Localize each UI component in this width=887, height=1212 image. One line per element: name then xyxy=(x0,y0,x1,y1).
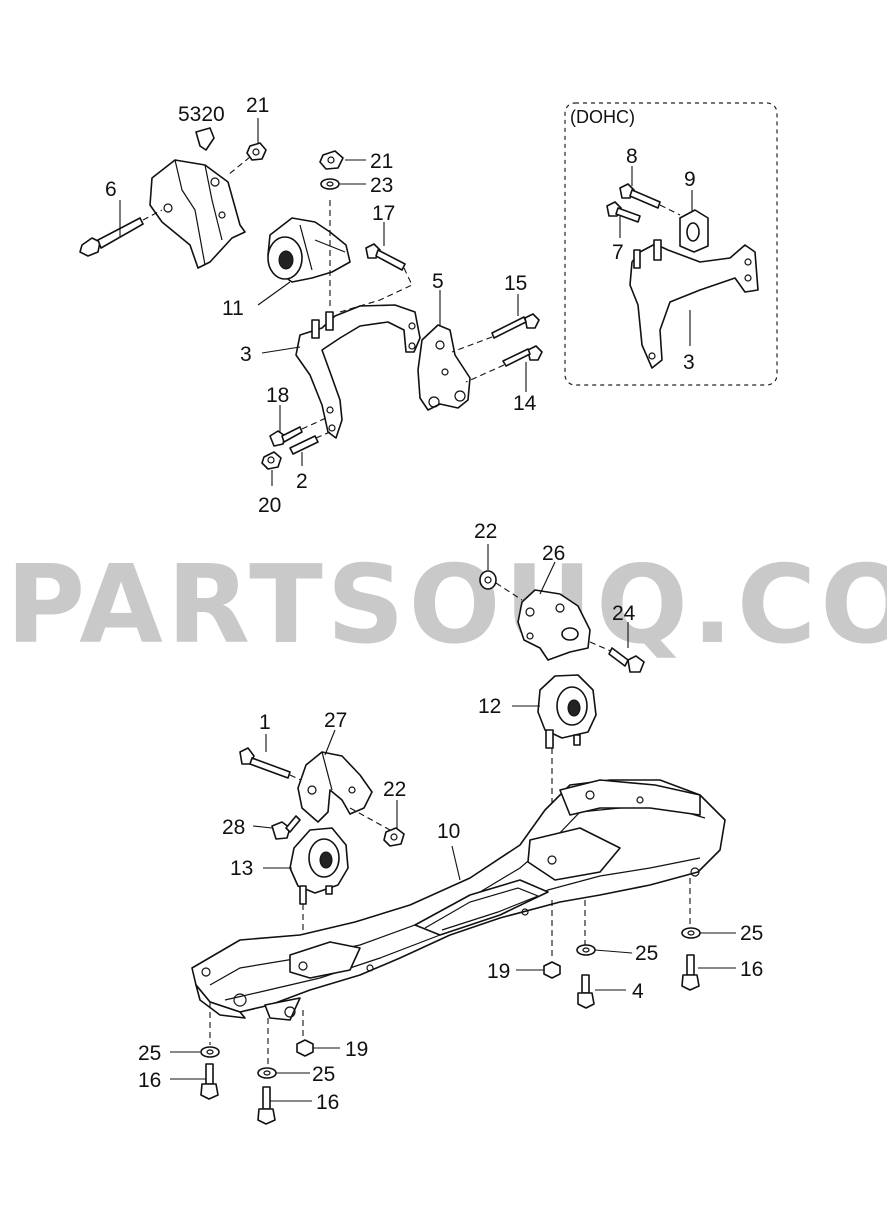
callout-6: 6 xyxy=(105,178,117,201)
washer-22-a xyxy=(479,570,497,590)
callout-25-b: 25 xyxy=(635,942,658,965)
callout-24: 24 xyxy=(612,602,636,625)
nut-22-b xyxy=(383,827,405,847)
callout-28: 28 xyxy=(222,816,245,839)
callout-11: 11 xyxy=(222,297,244,320)
bolt-16-b xyxy=(200,1063,219,1100)
callout-3-b: 3 xyxy=(683,351,695,374)
callout-14: 14 xyxy=(513,392,537,415)
washer-25-a xyxy=(681,927,701,939)
bolt-16-a xyxy=(681,954,700,991)
dohc-inset-box xyxy=(564,102,778,386)
bracket-3-dohc xyxy=(629,239,759,369)
bolt-16-c xyxy=(257,1086,276,1125)
callout-27: 27 xyxy=(324,709,347,732)
callout-22-a: 22 xyxy=(474,520,497,543)
callout-16-b: 16 xyxy=(138,1069,161,1092)
washer-25-b xyxy=(576,944,596,956)
callout-4: 4 xyxy=(632,980,644,1003)
callout-21-a: 21 xyxy=(246,94,269,117)
callout-25-d: 25 xyxy=(312,1063,335,1086)
callout-26: 26 xyxy=(542,542,565,565)
callout-19-a: 19 xyxy=(487,960,510,983)
nut-19-b xyxy=(296,1039,314,1057)
callout-12: 12 xyxy=(478,695,501,718)
callout-2: 2 xyxy=(296,470,308,493)
bolt-4 xyxy=(577,974,595,1009)
insulator-12 xyxy=(537,674,597,749)
washer-25-d xyxy=(257,1067,277,1079)
callout-23: 23 xyxy=(370,174,393,197)
engine-mount-bracket xyxy=(149,159,246,269)
callout-5: 5 xyxy=(432,270,444,293)
nut-21-a xyxy=(246,142,267,161)
bolt-1 xyxy=(239,747,291,779)
dohc-inset-title: (DOHC) xyxy=(570,107,635,127)
callout-20: 20 xyxy=(258,494,281,517)
callout-9: 9 xyxy=(684,168,696,191)
insulator-13 xyxy=(289,827,349,905)
callout-19-b: 19 xyxy=(345,1038,368,1061)
bolt-24 xyxy=(608,647,645,673)
leader-lines xyxy=(119,118,736,1102)
callout-3-a: 3 xyxy=(240,343,252,366)
callout-25-c: 25 xyxy=(138,1042,161,1065)
callout-16-c: 16 xyxy=(316,1091,339,1114)
bolt-14 xyxy=(502,345,543,367)
bolt-7 xyxy=(606,201,641,223)
callout-13: 13 xyxy=(230,857,253,880)
bracket-27 xyxy=(297,751,373,823)
bolt-6 xyxy=(79,217,144,257)
bolt-28 xyxy=(271,815,301,840)
clip-5320 xyxy=(195,127,215,151)
callout-7: 7 xyxy=(612,241,624,264)
callout-18: 18 xyxy=(266,384,289,407)
bolt-17 xyxy=(365,243,406,271)
callout-16-a: 16 xyxy=(740,958,763,981)
bolt-18 xyxy=(269,426,303,447)
crossmember-10 xyxy=(191,779,726,1021)
washer-23 xyxy=(320,178,340,190)
callout-17: 17 xyxy=(372,202,395,225)
washer-25-c xyxy=(200,1046,220,1058)
bolt-15 xyxy=(491,313,540,339)
callout-8: 8 xyxy=(626,145,638,168)
nut-21-b xyxy=(319,150,344,170)
nut-20 xyxy=(261,451,282,470)
bracket-5 xyxy=(417,324,471,411)
callout-21-b: 21 xyxy=(370,150,393,173)
insulator-11 xyxy=(267,217,351,283)
watermark: PARTSOUQ.COM xyxy=(6,543,887,668)
bolt-8 xyxy=(619,183,661,209)
callout-5320: 5320 xyxy=(178,103,225,126)
callout-10: 10 xyxy=(437,820,460,843)
stud-2 xyxy=(289,435,319,455)
callout-22-b: 22 xyxy=(383,778,406,801)
callout-25-a: 25 xyxy=(740,922,763,945)
callout-15: 15 xyxy=(504,272,527,295)
callout-1: 1 xyxy=(259,711,271,734)
bracket-9 xyxy=(679,209,709,253)
nut-19-a xyxy=(543,961,561,979)
bracket-26 xyxy=(517,589,591,661)
bracket-3-upper xyxy=(295,304,421,439)
